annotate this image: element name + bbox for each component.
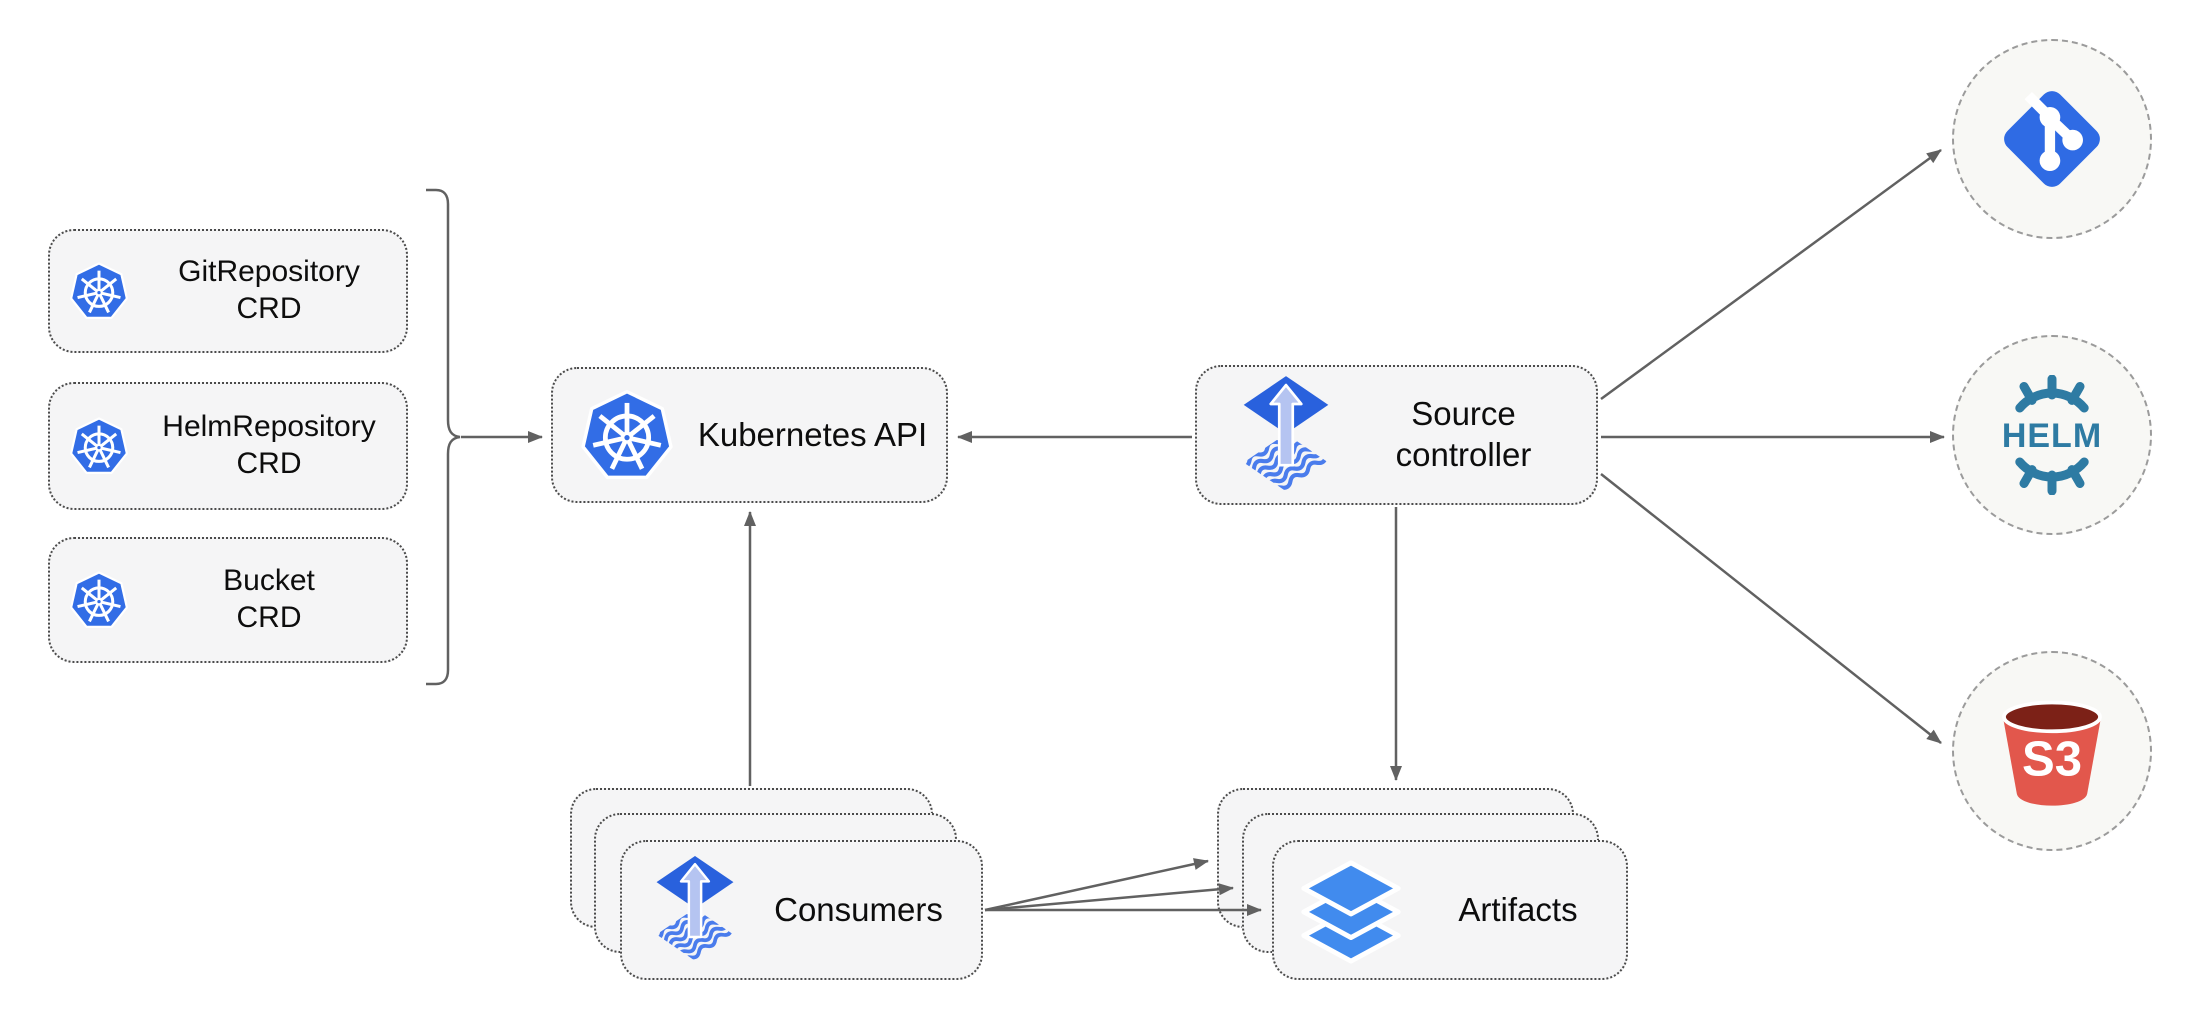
node-label: HelmRepository CRD — [162, 410, 376, 480]
layers-icon — [1292, 851, 1410, 969]
edge-consumers-to-artifacts-middle — [984, 883, 1234, 912]
kubernetes-icon — [66, 567, 132, 633]
crd-group-bracket — [426, 188, 461, 686]
s3-logo-text: S3 — [2022, 733, 2082, 787]
helm-logo-text: HELM — [2002, 417, 2102, 455]
flux-icon — [1241, 376, 1331, 495]
flux-icon — [654, 856, 736, 964]
node-artifacts: Artifacts — [1272, 840, 1628, 980]
node-consumers: Consumers — [620, 840, 983, 980]
kubernetes-icon — [66, 258, 132, 324]
node-label: GitRepository CRD — [178, 255, 360, 325]
node-gitrepository-crd: GitRepository CRD — [48, 229, 408, 353]
node-label: Source controller — [1395, 395, 1532, 473]
node-source-controller: Source controller — [1195, 365, 1598, 505]
node-label: Kubernetes API — [697, 415, 928, 453]
kubernetes-icon — [66, 413, 132, 479]
circle-helm: HELM — [1952, 335, 2152, 535]
node-kubernetes-api: Kubernetes API — [551, 367, 948, 503]
node-helmrepository-crd: HelmRepository CRD — [48, 382, 408, 510]
circle-s3: S3 — [1952, 651, 2152, 851]
kubernetes-icon — [575, 383, 679, 487]
helm-icon: HELM — [2002, 375, 2102, 495]
node-label: Artifacts — [1458, 890, 1578, 928]
node-label: Consumers — [774, 890, 943, 928]
edge-consumers-to-artifacts-back — [984, 858, 1209, 912]
circle-git — [1952, 39, 2152, 239]
git-icon — [2004, 91, 2100, 187]
node-label: Bucket CRD — [223, 564, 315, 634]
edge-source-controller-to-git — [1600, 148, 1942, 401]
edge-source-controller-to-s3 — [1600, 473, 1942, 744]
s3-bucket-icon: S3 — [2002, 700, 2102, 806]
node-bucket-crd: Bucket CRD — [48, 537, 408, 663]
